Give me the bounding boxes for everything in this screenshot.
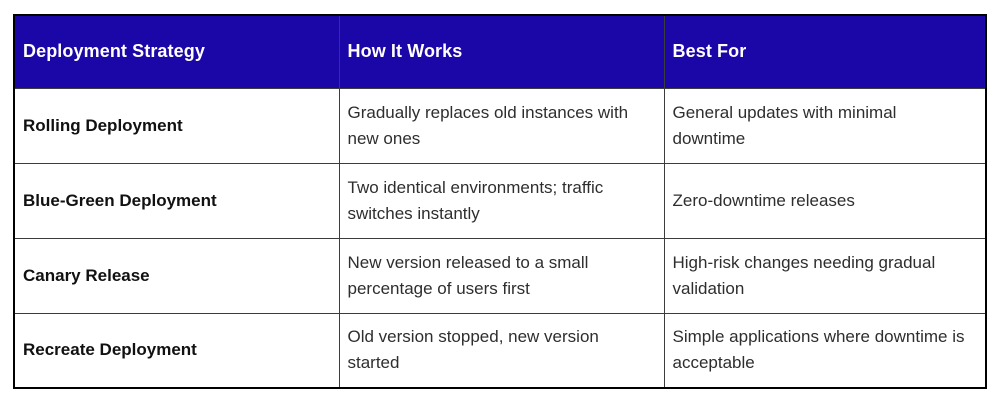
best-for-cell: Simple applications where downtime is ac… xyxy=(663,312,987,389)
table-header-row: Deployment Strategy How It Works Best Fo… xyxy=(13,14,987,89)
best-for-cell: Zero-downtime releases xyxy=(663,162,987,239)
strategy-name-cell: Blue-Green Deployment xyxy=(13,162,340,239)
best-for-cell: General updates with minimal downtime xyxy=(663,87,987,164)
how-it-works-cell: New version released to a small percenta… xyxy=(338,237,665,314)
best-for-cell: High-risk changes needing gradual valida… xyxy=(663,237,987,314)
strategy-name-cell: Rolling Deployment xyxy=(13,87,340,164)
table-row: Blue-Green Deployment Two identical envi… xyxy=(13,162,987,239)
strategy-name-cell: Recreate Deployment xyxy=(13,312,340,389)
deployment-strategies-table: Deployment Strategy How It Works Best Fo… xyxy=(13,14,987,389)
strategy-name-cell: Canary Release xyxy=(13,237,340,314)
table-row: Rolling Deployment Gradually replaces ol… xyxy=(13,87,987,164)
how-it-works-cell: Gradually replaces old instances with ne… xyxy=(338,87,665,164)
how-it-works-cell: Two identical environments; traffic swit… xyxy=(338,162,665,239)
table-row: Canary Release New version released to a… xyxy=(13,237,987,314)
header-cell-deployment-strategy: Deployment Strategy xyxy=(13,14,340,89)
header-cell-best-for: Best For xyxy=(663,14,987,89)
header-cell-how-it-works: How It Works xyxy=(338,14,665,89)
how-it-works-cell: Old version stopped, new version started xyxy=(338,312,665,389)
table-row: Recreate Deployment Old version stopped,… xyxy=(13,312,987,389)
